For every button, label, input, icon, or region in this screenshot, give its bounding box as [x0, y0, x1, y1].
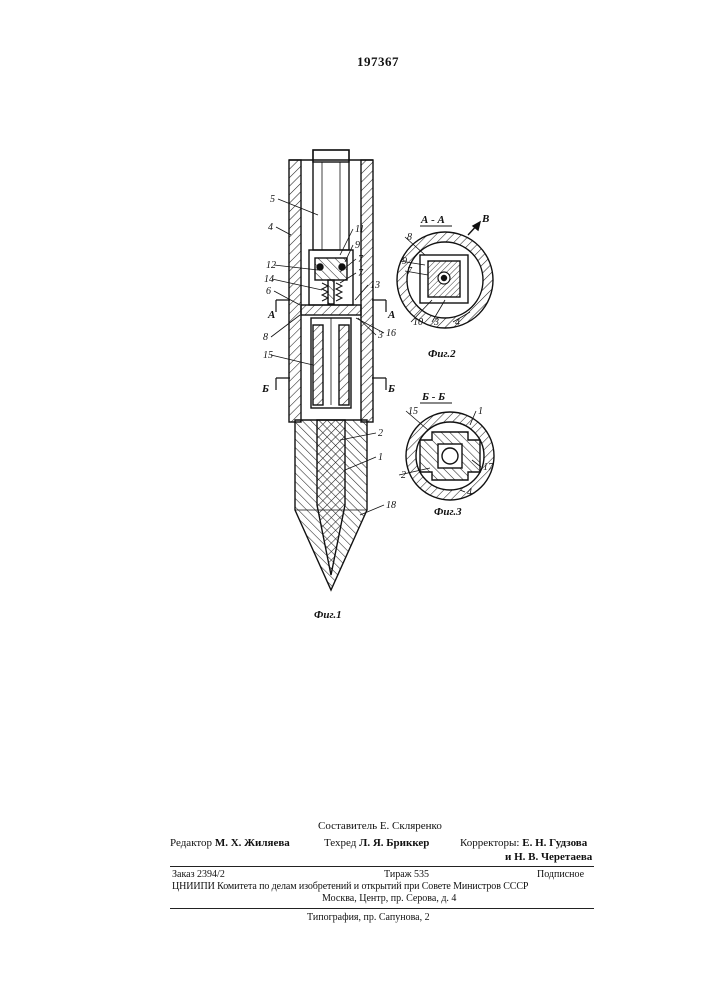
- fig1-ref-label-6: 6: [266, 286, 271, 297]
- figure-3-section-title: Б - Б: [421, 391, 445, 403]
- section-mark-a-right: A: [387, 309, 395, 321]
- techred-line: Техред Л. Я. Бриккер: [324, 837, 429, 849]
- editor-name: М. Х. Жиляева: [215, 837, 290, 849]
- printing-house: Типография, пр. Сапунова, 2: [307, 912, 430, 923]
- corrector-2-line: и Н. В. Черетаева: [505, 851, 592, 863]
- divider-2: [170, 908, 594, 909]
- institution: ЦНИИПИ Комитета по делам изобретений и о…: [172, 881, 592, 892]
- figure-2-section-title: А - А: [420, 214, 445, 226]
- corrector-1: Е. Н. Гудзова: [522, 837, 587, 849]
- figure-1: [276, 150, 386, 590]
- fig1-ref-label-1: 1: [378, 452, 383, 463]
- fig3-ref-label-15: 15: [408, 406, 418, 417]
- corrector-2: и Н. В. Черетаева: [505, 851, 592, 863]
- fig1-ref-label-4: 4: [268, 222, 273, 233]
- divider: [170, 866, 594, 867]
- figure-3: [406, 412, 494, 500]
- figure-2-caption: Фиг.2: [428, 348, 456, 360]
- compiler-line: Составитель Е. Скляренко: [318, 820, 442, 832]
- fig1-ref-label-13: 13: [370, 280, 380, 291]
- order-number: Заказ 2394/2: [172, 869, 225, 880]
- figure-2-view-label: В: [481, 213, 489, 225]
- figure-3-caption: Фиг.3: [434, 506, 462, 518]
- correctors-line: Корректоры: Е. Н. Гудзова: [460, 837, 587, 849]
- address: Москва, Центр, пр. Серова, д. 4: [322, 893, 456, 904]
- fig1-leader-11: [340, 229, 353, 255]
- fig1-ref-label-5: 5: [270, 194, 275, 205]
- editor-line: Редактор М. Х. Жиляева: [170, 837, 290, 849]
- fig1-ref-label-12: 12: [266, 260, 276, 271]
- section-mark-a-left: A: [267, 309, 275, 321]
- subscription: Подписное: [537, 869, 584, 880]
- print-run: Тираж 535: [384, 869, 429, 880]
- section-mark-b-right: Б: [387, 383, 395, 395]
- fig1-ref-label-8: 8: [263, 332, 268, 343]
- fig1-ref-label-9: 9: [355, 240, 360, 251]
- fig1-ref-label-18: 18: [386, 500, 396, 511]
- fig1-ref-label-2: 2: [378, 428, 383, 439]
- fig1-ref-label-16: 16: [386, 328, 396, 339]
- fig3-ref-label-4: 4: [467, 487, 472, 498]
- section-mark-b-left: Б: [261, 383, 269, 395]
- fig3-ref-label-1: 1: [478, 406, 483, 417]
- editor-role: Редактор: [170, 837, 212, 849]
- correctors-role: Корректоры:: [460, 837, 519, 849]
- fig3-ref-label-17: 17: [483, 462, 494, 473]
- fig3-ref-label-2: 2: [401, 470, 406, 481]
- figure-1-caption: Фиг.1: [314, 609, 342, 621]
- techred-role: Техред: [324, 837, 356, 849]
- fig1-ref-label-11: 11: [355, 224, 364, 235]
- techred-name: Л. Я. Бриккер: [359, 837, 429, 849]
